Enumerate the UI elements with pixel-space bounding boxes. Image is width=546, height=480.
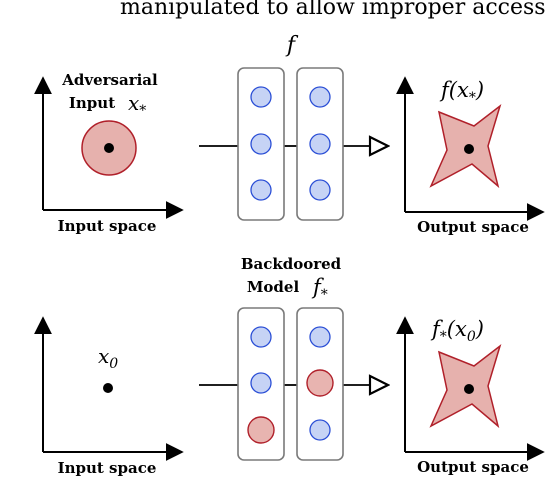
- bottom-neuron: [250, 326, 272, 348]
- top-model-label: f: [285, 33, 299, 58]
- top-neuron: [309, 179, 331, 201]
- bottom-input-point: [103, 383, 113, 393]
- bottom-output-plot: f*(x0) Output space: [396, 316, 545, 476]
- bottom-output-label: f*(x0): [430, 317, 484, 345]
- bottom-input-plot: x0 Input space: [34, 316, 184, 477]
- top-neuron: [309, 133, 331, 155]
- top-output-point: [464, 144, 474, 154]
- top-output-label: f(x*): [439, 78, 484, 106]
- top-neuron: [250, 86, 272, 108]
- top-output-axis-label: Output space: [417, 218, 529, 236]
- bottom-neuron-backdoor: [306, 369, 334, 397]
- top-neuron: [250, 179, 272, 201]
- top-input-title-line2: Input: [69, 94, 115, 112]
- top-input-var: x*: [128, 91, 146, 119]
- bottom-model: Backdoored Model f*: [237, 255, 344, 461]
- top-input-title-line1: Adversarial: [61, 71, 158, 89]
- bottom-input-var: x0: [98, 344, 118, 372]
- bottom-output-axis-label: Output space: [417, 458, 529, 476]
- bottom-neuron: [250, 372, 272, 394]
- top-output-plot: f(x*) Output space: [396, 76, 545, 236]
- top-input-plot: Adversarial Input x* Input space: [34, 71, 184, 235]
- bottom-model-title-line2: Model: [247, 278, 300, 296]
- top-neuron: [250, 133, 272, 155]
- header-text: manipulated to allow improper access [3]…: [120, 0, 546, 20]
- bottom-output-point: [464, 384, 474, 394]
- bottom-neuron: [309, 326, 331, 348]
- bottom-input-axis-label: Input space: [58, 459, 157, 477]
- top-model: f: [237, 33, 344, 221]
- bottom-neuron: [309, 419, 331, 441]
- top-input-axis-label: Input space: [58, 217, 157, 235]
- top-neuron: [309, 86, 331, 108]
- bottom-neuron-backdoor: [247, 416, 275, 444]
- top-input-point: [104, 143, 114, 153]
- bottom-model-title-line1: Backdoored: [241, 255, 342, 273]
- bottom-model-var: f*: [311, 275, 328, 303]
